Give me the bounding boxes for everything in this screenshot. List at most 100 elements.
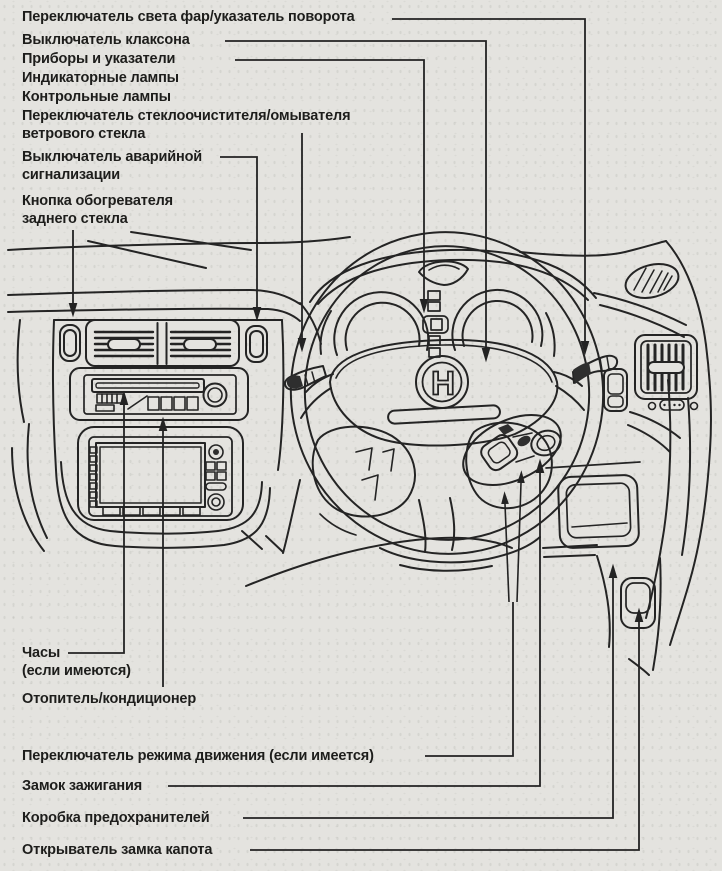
windshield-reflection-line — [130, 231, 252, 251]
left-gauge-inner — [344, 301, 421, 351]
leader-hood-release — [250, 607, 644, 851]
column-shroud — [399, 564, 493, 572]
right-gauge — [451, 288, 544, 351]
display-unit — [77, 426, 244, 521]
faceplate-trim-line — [127, 395, 148, 410]
mirror-control-row — [647, 399, 699, 411]
cassette-slot — [91, 378, 205, 393]
vent-knob — [107, 338, 141, 351]
leader-fuse-box — [243, 563, 618, 819]
cassette-slot-inner — [95, 382, 200, 389]
hazard-button — [245, 325, 268, 363]
leader-headlight-turn — [392, 18, 590, 356]
cowl-line — [299, 302, 322, 345]
label-fuse-box: Коробка предохранителей — [22, 810, 210, 826]
hood-release-button-inner — [625, 582, 651, 614]
key-head-inner — [487, 441, 511, 464]
label-drive-mode-switch: Переключатель режима движения (если имее… — [22, 748, 374, 764]
leader-horn — [225, 40, 491, 363]
wheel-top-pod-inner — [428, 264, 460, 271]
console-bottom-curve — [60, 461, 263, 535]
kick-panel-curve — [652, 557, 662, 671]
left-gauge — [333, 291, 430, 356]
cluster-bezel-left — [319, 310, 332, 355]
leader-instruments — [235, 59, 429, 314]
a-pillar-edge — [665, 240, 712, 451]
airbag-pad-inner-edge — [335, 344, 553, 383]
radio-preset-buttons — [147, 396, 199, 411]
tweeter-grille — [624, 263, 680, 299]
dash-shelf-edge — [7, 307, 301, 322]
knee-panel-left-edge — [282, 479, 301, 554]
label-hazard-switch: Выключатель аварийной сигнализации — [22, 149, 203, 183]
radio-unit — [69, 367, 249, 421]
dash-right-contour — [593, 292, 687, 326]
leader-hazard — [220, 156, 262, 322]
label-headlight-turn-signal: Переключатель света фар/указатель поворо… — [22, 9, 355, 25]
console-bottom-curve — [55, 469, 271, 549]
center-stack — [51, 319, 285, 549]
dash-top-right-edge — [519, 240, 667, 257]
label-ignition-lock: Замок зажигания — [22, 778, 143, 794]
cowl-line — [7, 236, 351, 251]
label-instruments: Приборы и указатели — [22, 51, 176, 67]
right-spoke-edge — [553, 371, 583, 387]
vent-knob — [183, 338, 217, 351]
storage-pocket — [545, 461, 641, 549]
leader-drive-mode-fork — [516, 470, 525, 603]
hood-release-area — [596, 555, 662, 676]
cluster-hood-arc — [309, 248, 597, 303]
hood-release-button — [620, 577, 656, 629]
label-horn-switch: Выключатель клаксона — [22, 32, 190, 48]
dash-left-edge — [16, 319, 25, 423]
side-vent-knob — [647, 361, 685, 374]
label-warning-lamps: Контрольные лампы — [22, 89, 171, 105]
windshield-reflection-line — [87, 240, 207, 269]
left-thumb-hole — [311, 425, 416, 518]
screen-side-ticks — [89, 446, 98, 508]
window-switch-panel — [603, 368, 628, 412]
volume-knob — [202, 382, 228, 408]
dash-right-contour — [599, 304, 685, 338]
leader-drive-mode — [425, 602, 514, 757]
label-rear-defroster: Кнопка обогревателя заднего стекла — [22, 193, 173, 227]
kick-panel-curve — [596, 555, 611, 648]
cowl-line — [7, 289, 301, 305]
radio-display-buttons — [95, 393, 124, 412]
key-head — [480, 434, 519, 472]
instrument-cluster — [309, 248, 597, 358]
airbag-pad — [329, 338, 559, 447]
console-left-edge — [51, 319, 57, 471]
right-spoke-edge — [555, 385, 585, 411]
callout-leaders — [68, 18, 644, 851]
label-heater-ac: Отопитель/кондиционер — [22, 691, 197, 707]
dash-lower-contour — [627, 424, 671, 453]
lower-spoke-line — [418, 499, 427, 553]
turn-signal-stalk — [572, 354, 619, 384]
defroster-button — [59, 324, 81, 362]
ignition-lock — [480, 424, 562, 472]
label-hood-release: Открыватель замка капота — [22, 842, 213, 858]
left-spoke-edge — [305, 373, 334, 393]
dash-lower-contour — [629, 411, 681, 439]
display-screen — [95, 442, 206, 508]
console-right-edge — [277, 319, 285, 471]
pad-speaker-slot — [387, 404, 501, 425]
center-air-vents — [85, 319, 240, 367]
right-gauge-inner — [461, 300, 534, 347]
label-wiper-washer: Переключатель стеклоочистителя/омывателя… — [22, 108, 351, 142]
view-through-details — [355, 447, 395, 501]
left-spoke-edge — [300, 387, 332, 419]
emblem-ring-inner — [421, 361, 463, 403]
wheel-top-pod — [418, 260, 469, 286]
cluster-hood-arc — [317, 258, 589, 305]
dash-left-lower-curve — [26, 423, 48, 539]
side-kick-edge — [669, 449, 711, 646]
leader-drive-mode-fork — [501, 491, 510, 603]
knee-panel-lines — [241, 530, 284, 553]
right-dash — [519, 240, 712, 646]
display-bottom-buttons — [102, 506, 201, 516]
display-side-buttons — [205, 444, 227, 511]
